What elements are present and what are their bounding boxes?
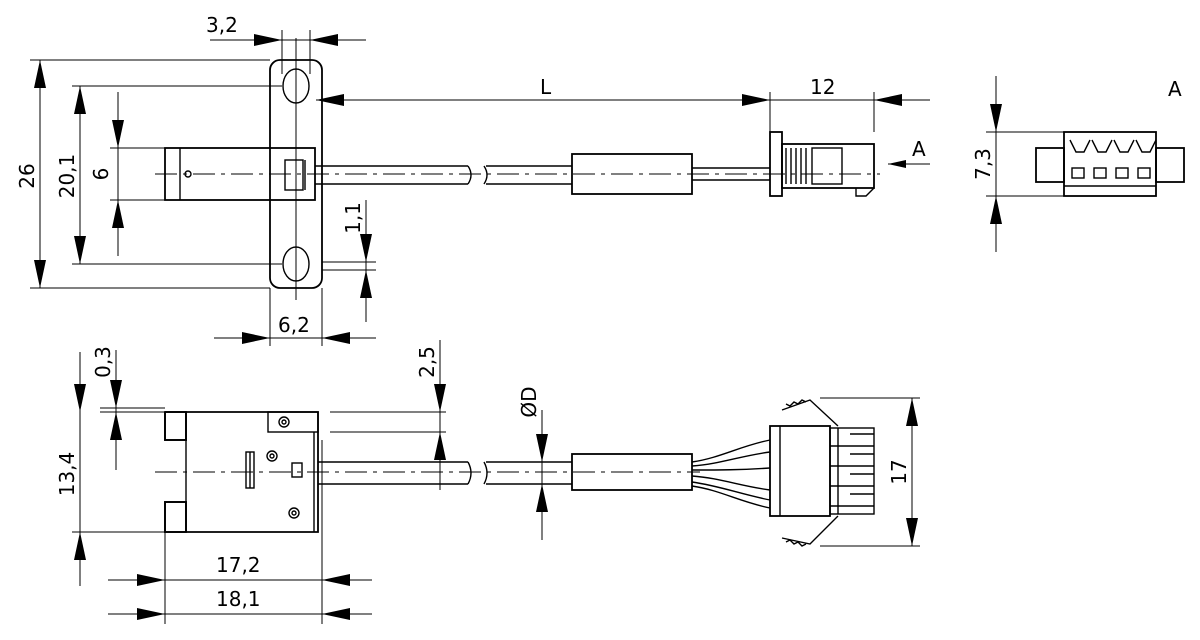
dim-26: 26: [15, 163, 39, 188]
dim-L: L: [540, 75, 552, 99]
dim-2-5: 2,5: [415, 346, 439, 378]
dim-diameter-D: ØD: [517, 386, 541, 417]
dim-12: 12: [810, 75, 835, 99]
view-a: A 7,3: [971, 76, 1185, 252]
dim-7-3: 7,3: [971, 148, 995, 180]
dim-1-1: 1,1: [341, 202, 365, 234]
dim-13-4: 13,4: [55, 452, 79, 497]
dim-17-2: 17,2: [216, 553, 261, 577]
dim-6: 6: [89, 168, 113, 181]
dim-6-2: 6,2: [278, 313, 310, 337]
side-connector: [769, 425, 831, 517]
dim-18-1: 18,1: [216, 587, 261, 611]
connector-top: [769, 131, 783, 197]
side-view: 0,3 13,4 2,5 ØD 17 17,2: [55, 340, 920, 624]
dim-0-3: 0,3: [91, 346, 115, 378]
top-view: 3,2 26 20,1 6 L 12 A: [15, 13, 930, 346]
view-a-title: A: [1168, 77, 1182, 101]
dim-3-2: 3,2: [206, 13, 238, 37]
dim-20-1: 20,1: [55, 154, 79, 199]
view-arrow-A: A: [912, 137, 926, 161]
dim-17: 17: [887, 459, 911, 484]
